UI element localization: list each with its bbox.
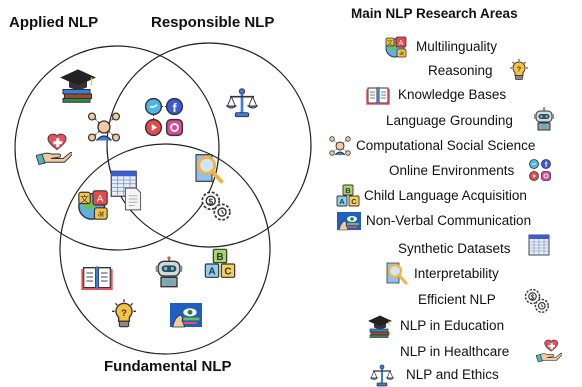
legend-item-knowledge-bases: Knowledge Bases <box>398 87 507 102</box>
responsible-nlp-label: Responsible NLP <box>151 14 275 31</box>
document-icon <box>120 186 146 212</box>
scales-icon <box>226 86 258 118</box>
venn-diagram <box>14 42 312 355</box>
legend-title: Main NLP Research Areas <box>351 6 518 21</box>
health-hand-icon <box>536 337 562 363</box>
applied-nlp-label: Applied NLP <box>9 14 99 31</box>
gesture-eye-icon <box>165 299 207 331</box>
legend-item-non-verbal-communication: Non-Verbal Communication <box>366 213 532 228</box>
gears-icon <box>198 188 232 222</box>
robot-icon <box>532 107 556 131</box>
health-hand-icon <box>36 130 72 166</box>
graduation-icon <box>368 314 392 338</box>
legend-item-online-environments: Online Environments <box>389 163 515 178</box>
social-media-icon <box>143 96 185 138</box>
legend-item-multilinguality: Multilinguality <box>416 39 498 54</box>
gears-icon <box>522 286 550 314</box>
legend-item-nlp-in-education: NLP in Education <box>400 318 505 333</box>
robot-icon <box>153 256 185 288</box>
people-network-icon <box>86 109 122 145</box>
lightbulb-icon <box>507 58 531 82</box>
lightbulb-icon <box>108 298 140 330</box>
spreadsheet-icon <box>528 234 552 258</box>
legend-item-nlp-in-healthcare: NLP in Healthcare <box>400 344 510 359</box>
legend-item-language-grounding: Language Grounding <box>386 113 513 128</box>
legend-item-reasoning: Reasoning <box>428 63 493 78</box>
book-icon <box>81 261 113 293</box>
fundamental-nlp-label: Fundamental NLP <box>104 358 232 375</box>
fundamental-nlp-circle <box>59 143 271 355</box>
graduation-icon <box>60 67 96 103</box>
responsible-nlp-circle <box>106 42 312 248</box>
legend-item-interpretability: Interpretability <box>414 266 499 281</box>
abc-blocks-icon <box>204 248 236 280</box>
gesture-eye-icon <box>334 209 364 233</box>
people-network-icon <box>328 134 352 158</box>
multilingual-icon <box>384 35 408 59</box>
legend-item-child-language-acquisition: Child Language Acquisition <box>364 188 527 203</box>
legend-item-synthetic-datasets: Synthetic Datasets <box>398 241 511 256</box>
magnifier-icon <box>192 152 224 184</box>
legend-item-efficient-nlp: Efficient NLP <box>418 292 496 307</box>
social-media-icon <box>528 158 552 182</box>
magnifier-icon <box>384 261 408 285</box>
book-icon <box>366 83 390 107</box>
multilingual-icon <box>76 188 110 222</box>
legend-item-nlp-and-ethics: NLP and Ethics <box>406 367 499 382</box>
applied-nlp-circle <box>14 45 220 251</box>
abc-blocks-icon <box>336 184 360 208</box>
scales-icon <box>370 363 394 387</box>
legend-item-computational-social-science: Computational Social Science <box>356 138 536 153</box>
